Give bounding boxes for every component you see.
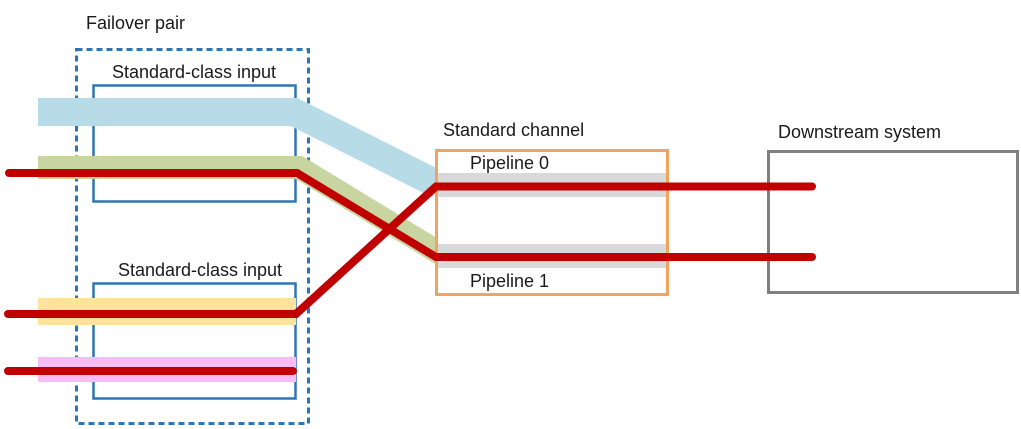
- downstream-system-label: Downstream system: [778, 122, 941, 142]
- failover-pair-box: [75, 48, 310, 425]
- failover-pair-label: Failover pair: [86, 13, 185, 33]
- pipeline-1-label: Pipeline 1: [470, 271, 549, 291]
- stream-band-blue: [38, 98, 446, 198]
- downstream-system-box: [767, 150, 1019, 294]
- input-box-2: [92, 282, 297, 400]
- standard-channel-label: Standard channel: [443, 120, 584, 140]
- input-2-label: Standard-class input: [118, 260, 282, 280]
- active-stream-line-yellow-to-pipeline-0: [4, 182, 816, 318]
- input-box-1: [92, 84, 297, 203]
- input-1-label: Standard-class input: [112, 62, 276, 82]
- pipeline-0-label: Pipeline 0: [470, 153, 549, 173]
- active-stream-line-green-to-pipeline-1: [5, 169, 816, 261]
